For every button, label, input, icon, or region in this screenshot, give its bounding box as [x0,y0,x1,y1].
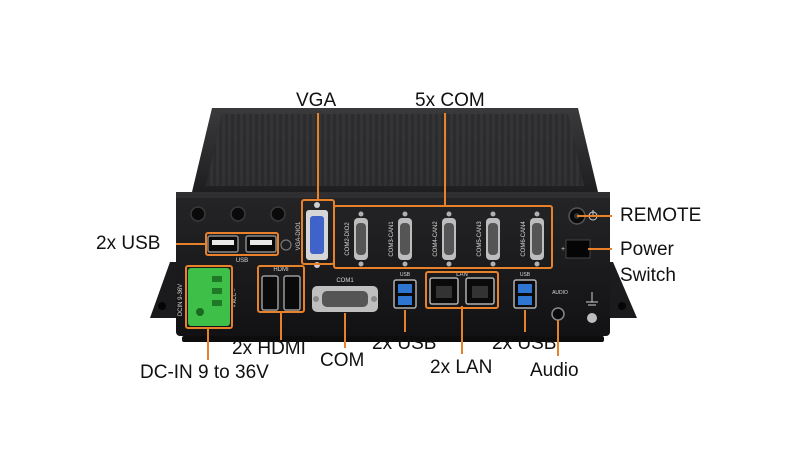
callout-com: COM [320,350,365,371]
com-port: COM2-DIO2 [345,211,368,267]
lan-port-pair: LAN [429,272,495,305]
audio-port-label: AUDIO [552,290,568,296]
usb-right-port-label: USB [520,272,531,278]
com-port-label: COM3-CAN1 [389,221,395,257]
heatsink [192,108,598,192]
callout-usb-left: 2x USB [96,233,161,254]
callout-remote: REMOTE [620,205,702,226]
com-port: COM4-CAN2 [433,211,456,267]
com1-port-label: COM1 [336,278,354,284]
callout-power-line2: Switch [620,265,676,286]
com1-port: COM1 [312,278,378,312]
com-port-group: COM2-DIO2 COM3-CAN1 COM4-CAN2 COM5-CAN3 COM6… [345,211,544,267]
vga-dio-label: VGA-DIO1 [296,221,302,250]
usb-port-label: USB [236,258,248,264]
hdmi-port-label: HDMI [273,267,289,273]
callout-power-switch: Power Switch [620,239,710,287]
callout-hdmi: 2x HDMI [232,338,306,359]
callout-usb-right: 2x USB [492,333,557,354]
com-port-label: COM2-DIO2 [345,222,351,256]
acc-label: + ACC – [232,288,238,307]
usb-port-pair-middle: USB [393,272,417,309]
dc-in-terminal: DCIN 9-36V + ACC – [178,268,238,326]
dcin-port-label: DCIN 9-36V [178,284,184,316]
lan-port-label: LAN [456,272,468,278]
com-port-label: COM5-CAN3 [477,221,483,257]
callout-5x-com: 5x COM [415,90,485,111]
mounting-bracket-left [150,262,178,318]
callout-usb-middle: 2x USB [372,333,437,354]
mounting-bracket-right [605,262,637,318]
hdmi-port-pair: HDMI [261,267,301,311]
callout-power-line1: Power [620,239,674,260]
antenna-icon [190,206,286,222]
com-port-label: COM4-CAN2 [433,221,439,257]
com-port: COM6-CAN4 [521,211,544,267]
callout-dc-in: DC-IN 9 to 36V [140,362,269,383]
usb-port-pair-right: USB [513,272,537,309]
usb-port-pair-left: USB [207,235,277,264]
callout-vga: VGA [296,90,337,111]
usb-mid-port-label: USB [400,272,411,278]
com-port-label: COM6-CAN4 [521,221,527,257]
svg-text:+: + [561,246,565,253]
callout-lan: 2x LAN [430,357,493,378]
com-port: COM5-CAN3 [477,211,500,267]
com-port: COM3-CAN1 [389,211,412,267]
callout-audio: Audio [530,360,579,381]
ground-icon [586,292,598,323]
vga-port: VGA-DIO1 [296,202,328,268]
callout-lines [176,113,612,360]
